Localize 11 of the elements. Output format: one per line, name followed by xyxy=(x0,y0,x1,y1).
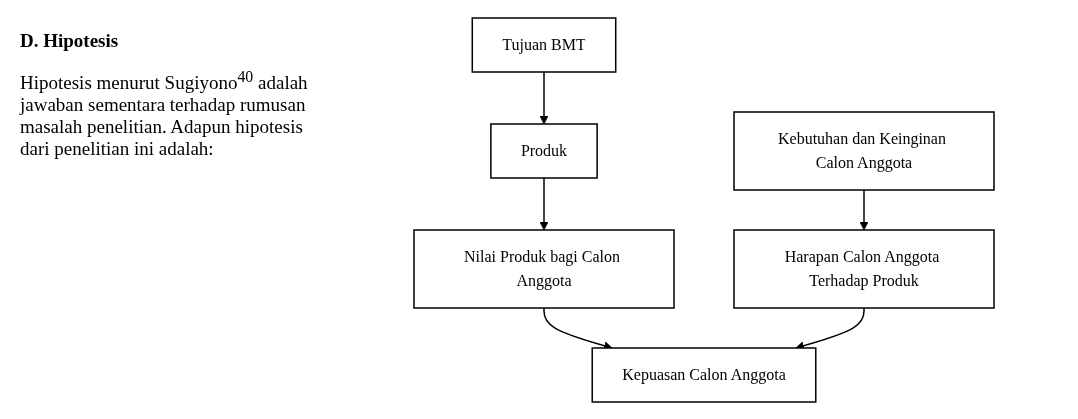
arrow xyxy=(539,176,549,230)
body-paragraph: Hipotesis menurut Sugiyono$^{40}$ adalah jawaban sementara terhadap rumusan masalah penelitian. Adapun hipotesis dari penelitian ini adalah: xyxy=(20,68,309,161)
section-heading: D. Hipotesis xyxy=(20,30,120,52)
node-box: Kebutuhan dan Keinginan Calon Anggota xyxy=(733,110,995,191)
arrow xyxy=(859,188,869,230)
node-box: Harapan Calon Anggota Terhadap Produk xyxy=(733,228,995,309)
node-box: Produk xyxy=(490,122,598,179)
node-box: Tujuan BMT xyxy=(471,16,617,73)
node-box: Nilai Produk bagi Calon Anggota xyxy=(413,228,675,309)
arrow xyxy=(539,70,549,124)
node-box: Kepuasan Calon Anggota xyxy=(591,346,817,403)
